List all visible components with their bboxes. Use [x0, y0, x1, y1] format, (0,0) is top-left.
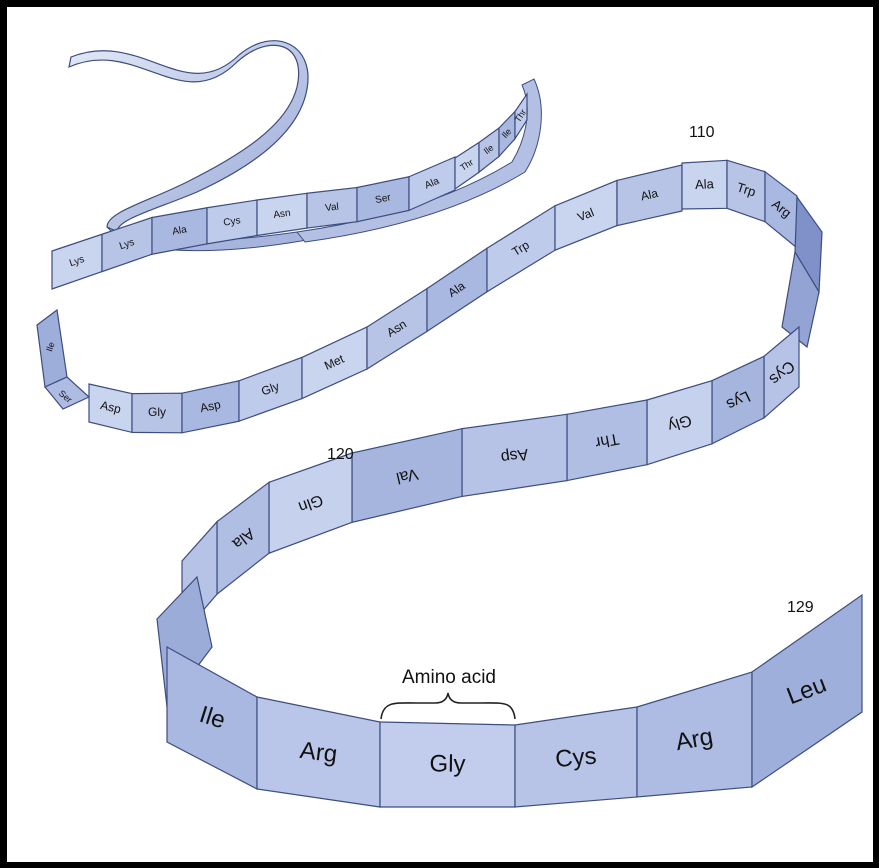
position-marker-120: 120 [327, 446, 354, 463]
bottom-band-label: Cys [554, 743, 598, 774]
lower-run-label: Gly [148, 405, 166, 419]
bottom-band-label: Gly [429, 750, 465, 777]
upper-strip-label: Val [325, 202, 340, 215]
bottom-band-label: Arg [298, 737, 338, 768]
top-right-label: Ala [695, 176, 715, 192]
amino-acid-annotation: Amino acid [402, 667, 496, 688]
amino-acid-bracket [381, 693, 515, 719]
position-marker-129: 129 [787, 599, 814, 616]
position-marker-110: 110 [689, 124, 715, 141]
